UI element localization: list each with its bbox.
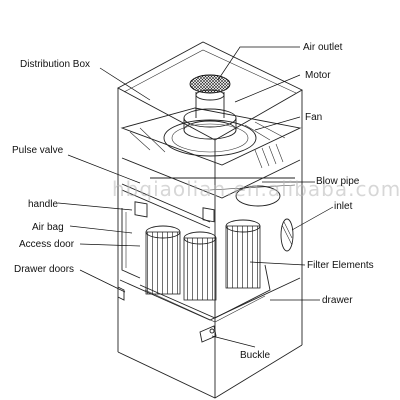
label-access-door: Access door: [19, 239, 75, 250]
access-door: [121, 208, 141, 279]
label-fan: Fan: [305, 112, 322, 123]
label-filter-elements: Filter Elements: [307, 260, 374, 271]
watermark-text: hbqiaolian.en.alibaba.com: [112, 177, 400, 201]
label-handle: handle: [28, 199, 58, 210]
inlet-port: [280, 218, 294, 252]
label-motor: Motor: [305, 70, 331, 81]
label-drawer: drawer: [322, 295, 353, 306]
label-air-outlet: Air outlet: [303, 42, 343, 53]
label-inlet: inlet: [334, 201, 353, 212]
label-drawer-doors: Drawer doors: [14, 264, 74, 275]
leader-lines: [57, 46, 334, 348]
label-distribution-box: Distribution Box: [20, 59, 90, 70]
motor-assembly: [183, 74, 237, 140]
drawer-assembly: [117, 264, 301, 323]
label-blow-pipe: Blow pipe: [316, 176, 360, 187]
buckle: [199, 325, 217, 343]
filter-elements: [145, 185, 281, 301]
pulse-valve-group: [121, 177, 296, 229]
fan-plenum: [120, 107, 302, 199]
cabinet-outline: [117, 41, 303, 399]
label-pulse-valve: Pulse valve: [12, 145, 64, 156]
label-buckle: Buckle: [240, 350, 270, 361]
label-air-bag: Air bag: [32, 222, 64, 233]
